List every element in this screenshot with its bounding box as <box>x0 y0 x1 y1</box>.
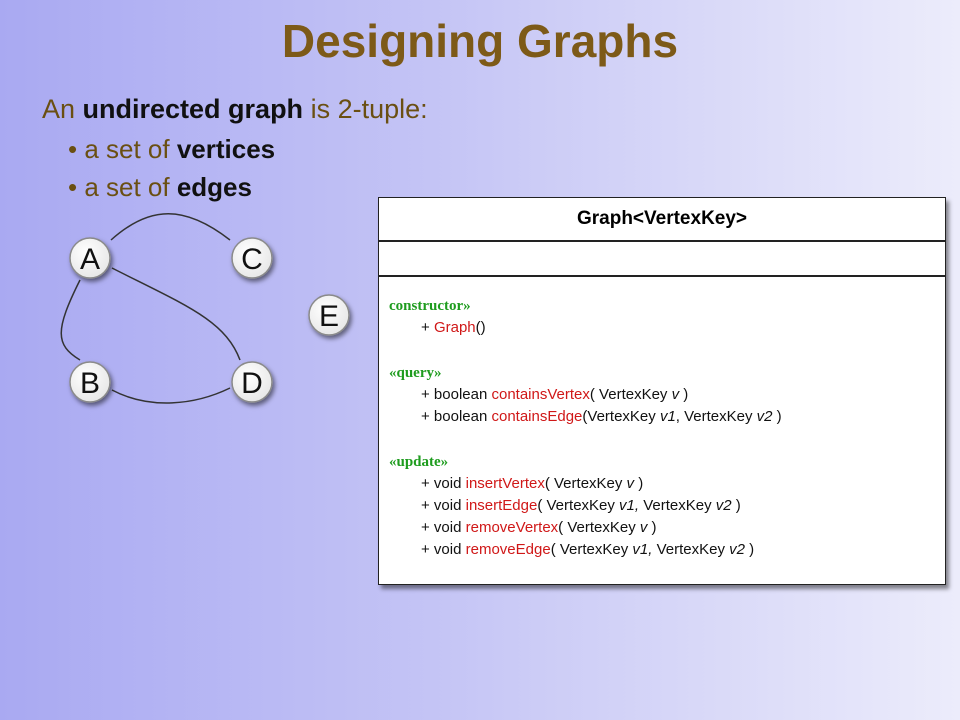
parameter-text: ) <box>634 475 644 492</box>
operation-row: + void removeEdge( VertexKey v1, VertexK… <box>389 539 945 561</box>
operation-signature-prefix: + void <box>421 497 466 514</box>
edge-a-d <box>111 267 241 361</box>
operation-row: + Graph() <box>389 317 945 339</box>
vertex-b: B <box>69 361 111 403</box>
vertex-d: D <box>231 361 273 403</box>
vertex-circle <box>231 361 273 403</box>
operation-signature-prefix: + void <box>421 541 466 558</box>
bullet-prefix: • a set of <box>68 134 177 164</box>
intro-prefix: An <box>42 94 83 124</box>
operation-name: containsEdge <box>491 408 583 425</box>
operation-name: insertVertex <box>465 475 545 492</box>
uml-class-box: Graph<VertexKey> constructor» + Graph() «q… <box>378 197 946 585</box>
node-layer: A C E B D <box>69 237 350 403</box>
group-spacer <box>389 428 945 451</box>
operation-row: + boolean containsVertex( VertexKey v ) <box>389 384 945 406</box>
uml-class-name: Graph<VertexKey> <box>379 198 945 242</box>
parameter-text: (VertexKey <box>582 408 660 425</box>
graph-figure: A C E B D <box>60 213 350 404</box>
parameter-name: v2 <box>715 497 732 514</box>
operation-row: + boolean containsEdge(VertexKey v1, Ver… <box>389 406 945 428</box>
intro-line: An undirected graph is 2-tuple: <box>42 94 428 125</box>
edge-a-c <box>110 213 231 241</box>
vertex-circle <box>69 237 111 279</box>
parameter-text: ) <box>744 541 755 558</box>
operation-signature-prefix: + boolean <box>421 386 492 403</box>
vertex-circle <box>308 294 350 336</box>
parameter-text: VertexKey <box>652 541 730 558</box>
operation-row: + void removeVertex( VertexKey v ) <box>389 517 945 539</box>
parameter-name: v2 <box>756 408 773 425</box>
operation-name: Graph <box>433 319 476 336</box>
parameter-name: v1, <box>632 541 653 558</box>
parameter-text: ( VertexKey <box>537 497 620 514</box>
vertex-label: B <box>80 367 100 400</box>
parameter-name: v1 <box>659 408 676 425</box>
parameter-name: v <box>639 519 648 536</box>
vertex-label: D <box>241 367 263 400</box>
bullet-term: edges <box>176 172 252 202</box>
parameter-text: ( VertexKey <box>550 541 633 558</box>
vertex-c: C <box>231 237 273 279</box>
operation-name: removeVertex <box>465 519 559 536</box>
operation-name: containsVertex <box>491 386 590 403</box>
stereotype-label: constructor» <box>389 298 471 314</box>
vertex-circle <box>231 237 273 279</box>
operation-name: removeEdge <box>465 541 551 558</box>
intro-suffix: is 2-tuple: <box>303 94 428 124</box>
edge-b-d <box>111 387 231 404</box>
vertex-e: E <box>308 294 350 336</box>
parameter-text: ) <box>647 519 657 536</box>
operation-signature-prefix: + void <box>421 519 466 536</box>
vertex-a: A <box>69 237 111 279</box>
parameter-text: ) <box>731 497 741 514</box>
stereotype-label: «update» <box>389 454 449 470</box>
vertex-label: E <box>319 300 339 333</box>
vertex-circle <box>69 361 111 403</box>
operation-row: + void insertEdge( VertexKey v1, VertexK… <box>389 495 945 517</box>
bullet-prefix: • a set of <box>68 172 177 202</box>
parameter-text: VertexKey <box>639 497 716 514</box>
parameter-text: ( VertexKey <box>544 475 627 492</box>
vertex-label: A <box>80 243 100 276</box>
parameter-text: () <box>475 319 486 336</box>
intro-term: undirected graph <box>82 94 304 124</box>
bullet-edges: • a set of edges <box>68 172 252 203</box>
bullet-vertices: • a set of vertices <box>68 134 275 165</box>
group-spacer <box>389 339 945 362</box>
parameter-name: v2 <box>729 541 745 558</box>
parameter-text: ) <box>772 408 782 425</box>
operation-signature-prefix: + <box>421 319 434 336</box>
operation-row: + void insertVertex( VertexKey v ) <box>389 473 945 495</box>
parameter-text: ( VertexKey <box>558 519 640 536</box>
uml-attributes-compartment <box>379 242 945 277</box>
parameter-text: ) <box>679 386 689 403</box>
edge-layer <box>60 213 241 404</box>
uml-operations-compartment: constructor» + Graph() «query» + boolean co… <box>379 277 945 561</box>
bullet-term: vertices <box>176 134 276 164</box>
parameter-text: ( VertexKey <box>589 386 672 403</box>
slide-title: Designing Graphs <box>281 15 679 67</box>
parameter-name: v <box>671 386 680 403</box>
parameter-name: v <box>626 475 635 492</box>
parameter-name: v1, <box>619 497 640 514</box>
operation-name: insertEdge <box>465 497 538 514</box>
edge-a-b <box>60 279 81 361</box>
operation-signature-prefix: + void <box>421 475 466 492</box>
operation-signature-prefix: + boolean <box>421 408 492 425</box>
stereotype-label: «query» <box>389 365 442 381</box>
vertex-label: C <box>241 243 263 276</box>
parameter-text: , VertexKey <box>675 408 757 425</box>
